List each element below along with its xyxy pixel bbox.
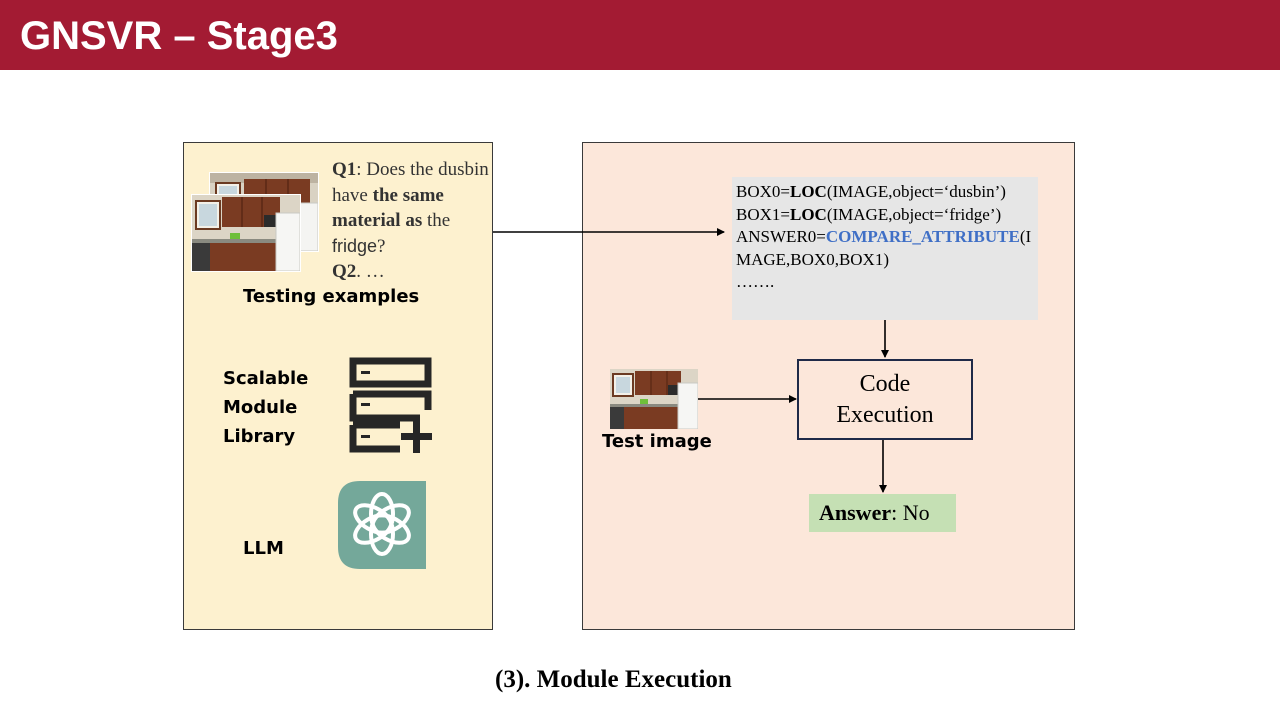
figure-caption: (3). Module Execution [495, 666, 732, 693]
llm-label: LLM [243, 538, 284, 559]
compare-attribute-module: COMPARE_ATTRIBUTE [825, 227, 1020, 246]
module-library-label: Scalable Module Library [223, 364, 308, 451]
q1-bold-text: the same material as [332, 184, 444, 232]
answer-value: : No [891, 500, 930, 525]
answer-box [809, 494, 956, 532]
q1-text-b: the [422, 210, 451, 231]
code-line-3: ANSWER0=COMPARE_ATTRIBUTE(IMAGE,BOX0,BOX… [736, 227, 1032, 269]
q2-text: . … [356, 261, 385, 282]
code-execution-box [797, 359, 973, 440]
q1-label: Q1 [332, 159, 357, 180]
answer-text: Answer: No [819, 500, 930, 526]
testing-examples-label: Testing examples [243, 286, 420, 307]
program-code-box [732, 177, 1038, 320]
answer-label: Answer [819, 500, 892, 525]
q1-object: fridge [332, 235, 378, 256]
kitchen-photo-front [191, 194, 301, 272]
title-bar: GNSVR – Stage3 [0, 0, 1280, 70]
code-execution-label: Code Execution [836, 371, 934, 428]
question-text: Q1: Does the dusbin have the same materi… [332, 157, 490, 285]
library-label-line-2: Module [223, 397, 298, 418]
library-label-line-3: Library [223, 426, 296, 447]
code-line-2: BOX1=LOC(IMAGE,object=‘fridge’) [736, 204, 1002, 224]
q2-label: Q2 [332, 261, 357, 282]
test-image-label: Test image [602, 431, 712, 452]
q1-text-c: ? [377, 235, 386, 257]
slide-title: GNSVR – Stage3 [20, 14, 338, 58]
program-code: BOX0=LOC(IMAGE,object=‘dusbin’) BOX1=LOC… [736, 181, 1040, 294]
q1-text-a: : Does the dusbin have [332, 159, 489, 206]
openai-logo-icon [338, 481, 426, 569]
library-label-line-1: Scalable [223, 368, 309, 389]
module-library-add-icon [349, 357, 432, 453]
code-line-4: ……. [736, 272, 775, 291]
code-line-1: BOX0=LOC(IMAGE,object=‘dusbin’) [736, 182, 1006, 201]
test-image [610, 369, 698, 429]
